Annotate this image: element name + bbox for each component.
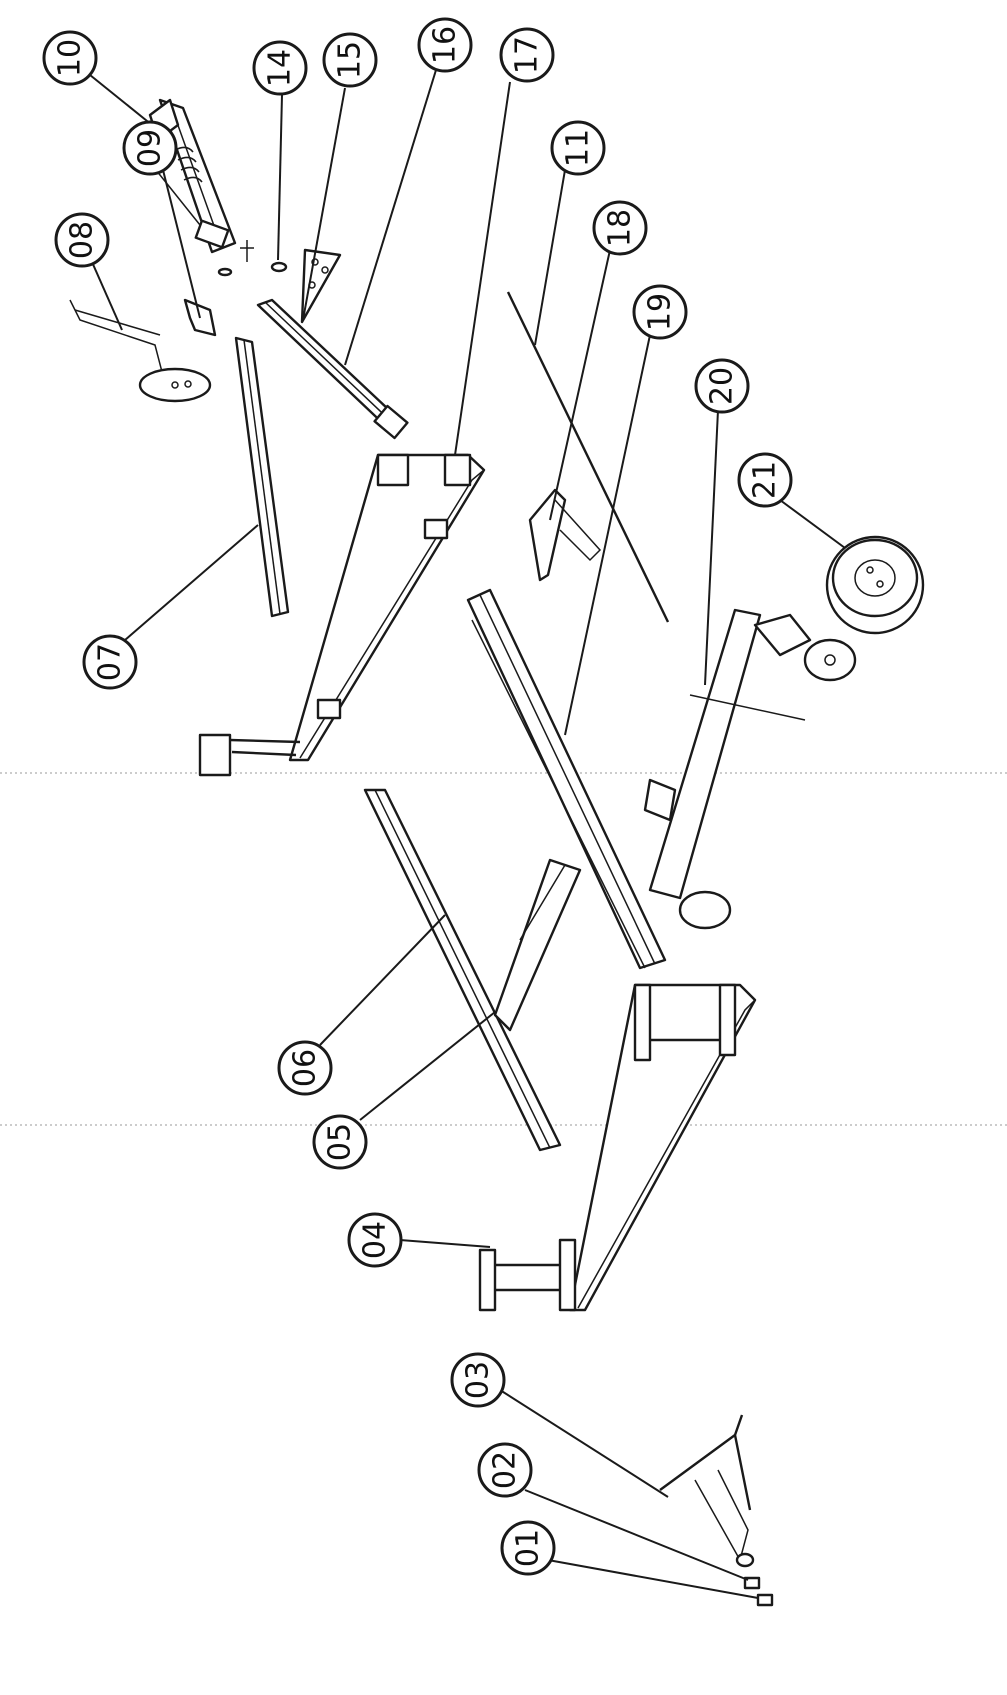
callout-05: 05 <box>312 1114 368 1170</box>
callout-03-text: 03 <box>461 1361 496 1399</box>
callout-08: 08 <box>54 212 110 268</box>
leader-14 <box>277 94 283 261</box>
part-10-hitch-tongue <box>139 98 237 254</box>
callout-07: 07 <box>82 634 138 690</box>
leader-15 <box>302 87 346 321</box>
callout-04-text: 04 <box>358 1221 393 1259</box>
callout-10-text: 10 <box>53 39 88 77</box>
callout-09: 09 <box>122 120 178 176</box>
leader-16 <box>344 69 437 366</box>
callout-02-text: 02 <box>488 1451 523 1489</box>
leader-09 <box>162 169 201 319</box>
callout-01: 01 <box>500 1520 556 1576</box>
leader-10 <box>89 74 153 126</box>
leader-05 <box>359 1011 496 1121</box>
callout-16: 16 <box>417 17 473 73</box>
callout-21-text: 21 <box>748 461 783 499</box>
leader-08 <box>91 261 123 331</box>
part-03-tow-frame <box>659 1414 755 1568</box>
leader-03 <box>499 1389 669 1498</box>
callout-02: 02 <box>477 1442 533 1498</box>
callout-09-text: 09 <box>133 129 168 167</box>
part-15-gusset-plate <box>300 248 342 324</box>
callout-18: 18 <box>592 200 648 256</box>
callout-06: 06 <box>277 1040 333 1096</box>
part-04-lower-frame <box>478 983 757 1312</box>
callout-01-text: 01 <box>511 1529 546 1567</box>
callout-11-text: 11 <box>561 129 596 167</box>
leader-06 <box>319 914 446 1046</box>
leader-21 <box>779 499 846 549</box>
part-14-pin <box>217 240 288 277</box>
callout-15: 15 <box>322 32 378 88</box>
leader-01 <box>547 1559 759 1599</box>
leader-11 <box>534 169 566 346</box>
callout-04: 04 <box>347 1212 403 1268</box>
part-06-angle-bar <box>363 788 562 1152</box>
callout-10: 10 <box>42 30 98 86</box>
leader-18 <box>549 249 611 521</box>
callout-11: 11 <box>550 120 606 176</box>
callout-19-text: 19 <box>643 293 678 331</box>
callout-19: 19 <box>632 284 688 340</box>
callout-17-text: 17 <box>510 36 545 74</box>
callout-05-text: 05 <box>323 1123 358 1161</box>
callout-03: 03 <box>450 1352 506 1408</box>
callout-15-text: 15 <box>333 41 368 79</box>
callout-06-text: 06 <box>288 1049 323 1087</box>
callout-18-text: 18 <box>603 209 638 247</box>
part-16-drawbar-tube <box>256 298 409 440</box>
part-07-long-tube <box>234 336 290 618</box>
part-08-jack-stand <box>69 299 212 403</box>
leader-07 <box>124 524 259 641</box>
part-05-short-channel <box>493 858 582 1032</box>
leader-17 <box>454 81 511 456</box>
part-19-channel-beam <box>466 588 667 970</box>
callout-20: 20 <box>694 358 750 414</box>
part-18-a-bracket <box>528 488 602 582</box>
leader-20 <box>704 409 719 686</box>
leader-lines <box>89 69 846 1599</box>
part-01-02-fasteners <box>743 1576 774 1607</box>
callout-08-text: 08 <box>65 221 100 259</box>
leader-19 <box>564 334 651 736</box>
part-20-axle-assembly <box>643 608 857 930</box>
callout-20-text: 20 <box>705 367 740 405</box>
callout-16-text: 16 <box>428 26 463 64</box>
callout-14-text: 14 <box>263 49 298 87</box>
callout-21: 21 <box>737 452 793 508</box>
callout-17: 17 <box>499 27 555 83</box>
leader-02 <box>524 1489 749 1581</box>
callout-14: 14 <box>252 40 308 96</box>
part-21-tire <box>825 535 925 635</box>
leader-04 <box>399 1239 491 1248</box>
callout-07-text: 07 <box>93 643 128 681</box>
part-11-rod <box>506 291 670 623</box>
part-17-upper-frame <box>198 453 486 777</box>
